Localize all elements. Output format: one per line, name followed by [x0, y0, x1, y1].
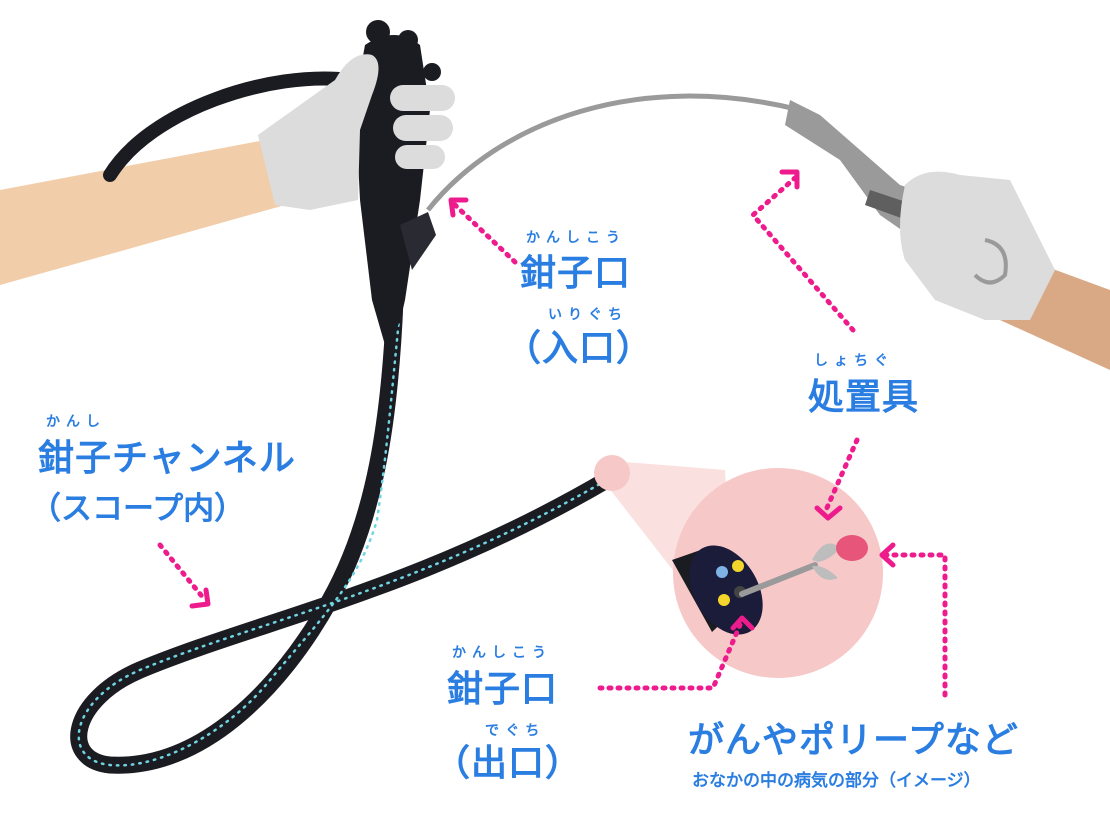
outlet-ruby: かんしこう — [452, 645, 552, 661]
tool-wire — [426, 93, 801, 212]
arrow-tool-top — [749, 175, 856, 333]
tool-ruby: しょちぐ — [814, 353, 894, 369]
endoscope-handle-icon — [355, 35, 430, 345]
arrow-channel — [157, 542, 208, 603]
inlet-port — [400, 212, 436, 270]
inlet-ruby: かんしこう — [526, 230, 626, 246]
outlet-title: 鉗子口 — [447, 669, 559, 710]
inlet-title: 鉗子口 — [520, 253, 632, 294]
arrow-lesion — [882, 552, 948, 698]
arrow-outlet — [597, 622, 743, 691]
tool-title: 処置具 — [808, 377, 920, 418]
lesion-title: がんやポリープなど — [688, 720, 1019, 761]
arrow-tool-down — [823, 437, 860, 513]
gloved-hand-icon — [258, 54, 379, 211]
arrowheads — [189, 169, 896, 631]
umbilical-cord — [103, 71, 357, 182]
arrow-inlet — [452, 202, 518, 265]
outlet-sub: （出口） — [434, 743, 583, 784]
outlet-sub-ruby: でぐち — [485, 723, 546, 739]
polyp-icon — [836, 535, 868, 561]
channel-dots — [77, 233, 612, 767]
zoom-source — [594, 455, 630, 491]
inlet-sub-ruby: いりぐち — [548, 307, 628, 323]
right-gloved-hand — [900, 171, 1055, 320]
arrows — [157, 175, 948, 698]
channel-title: 鉗子チャンネル — [38, 438, 296, 479]
channel-ruby: かんし — [46, 414, 106, 430]
inlet-sub: （入口） — [505, 328, 654, 369]
channel-sub: （スコープ内） — [30, 491, 246, 527]
left-arm — [0, 140, 285, 285]
lesion-sub: おなかの中の病気の部分（イメージ） — [692, 771, 981, 791]
